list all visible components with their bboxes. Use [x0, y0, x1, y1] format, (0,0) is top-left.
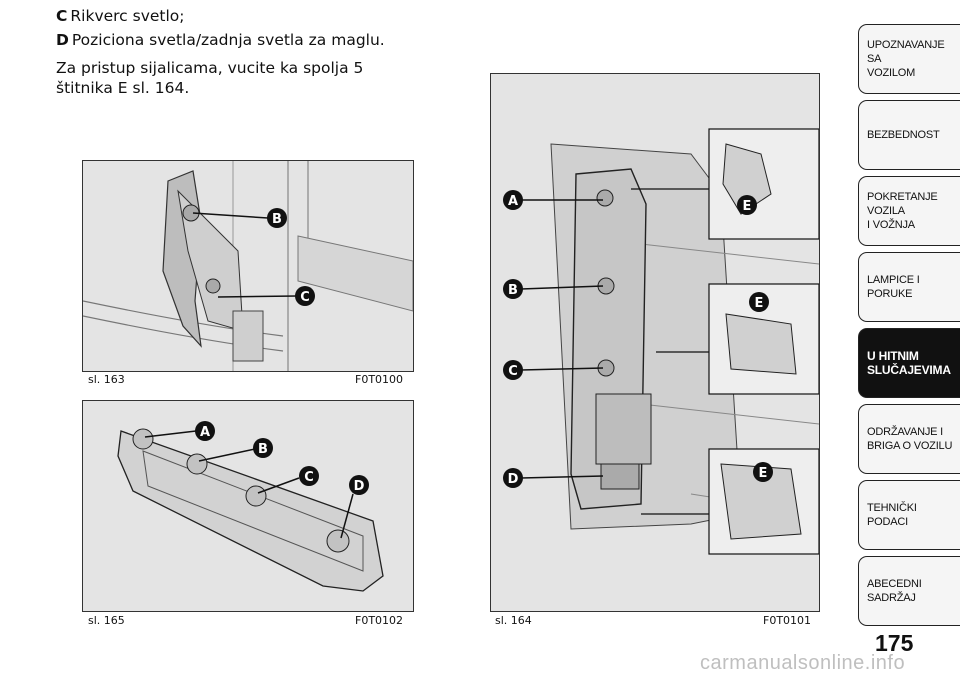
fig163-label-b: B — [272, 212, 282, 227]
fig163-code: F0T0100 — [355, 373, 404, 386]
item-c-letter: C — [56, 7, 68, 25]
tab-abecedni-sadrzaj[interactable]: ABECEDNI SADRŽAJ — [858, 556, 960, 626]
item-d-letter: D — [56, 31, 69, 49]
instruction-paragraph: Za pristup sijalicama, vucite ka spolja … — [56, 59, 364, 97]
fig165-code: F0T0102 — [355, 614, 404, 627]
fig165-label-b: B — [258, 442, 268, 457]
tab-tehnicki-podaci[interactable]: TEHNIČKI PODACI — [858, 480, 960, 550]
fig165-label-c: C — [304, 470, 314, 485]
watermark: carmanualsonline.info — [700, 652, 906, 674]
fig165-label-d: D — [354, 479, 365, 494]
tab-upoznavanje[interactable]: UPOZNAVANJE SA VOZILOM — [858, 24, 960, 94]
tab-odrzavanje[interactable]: ODRŽAVANJE I BRIGA O VOZILU — [858, 404, 960, 474]
fig164-code: F0T0101 — [763, 614, 812, 627]
fig164-label-e2: E — [755, 296, 764, 311]
fig164-label-a: A — [508, 194, 518, 209]
fig164-caption: sl. 164 — [495, 614, 532, 627]
figure-163: B C — [82, 160, 414, 372]
page-number: 175 — [875, 630, 914, 656]
figure-164: A B C D E E E — [490, 73, 820, 612]
item-c-text: Rikverc svetlo; — [70, 7, 185, 25]
tab-lampice[interactable]: LAMPICE I PORUKE — [858, 252, 960, 322]
tab-u-hitnim-slucajevima[interactable]: U HITNIM SLUČAJEVIMA — [858, 328, 960, 398]
fig164-label-b: B — [508, 283, 518, 298]
fig164-label-d: D — [508, 472, 519, 487]
figure-165: A B C D — [82, 400, 414, 612]
fig163-label-c: C — [300, 290, 310, 305]
fig163-caption: sl. 163 — [88, 373, 125, 386]
fig164-label-c: C — [508, 364, 518, 379]
tab-pokretanje[interactable]: POKRETANJE VOZILA I VOŽNJA — [858, 176, 960, 246]
fig165-caption: sl. 165 — [88, 614, 125, 627]
fig164-label-e1: E — [743, 199, 752, 214]
fig164-label-e3: E — [759, 466, 768, 481]
tab-bezbednost[interactable]: BEZBEDNOST — [858, 100, 960, 170]
item-d-text: Poziciona svetla/zadnja svetla za maglu. — [71, 31, 385, 49]
fig165-label-a: A — [200, 425, 210, 440]
